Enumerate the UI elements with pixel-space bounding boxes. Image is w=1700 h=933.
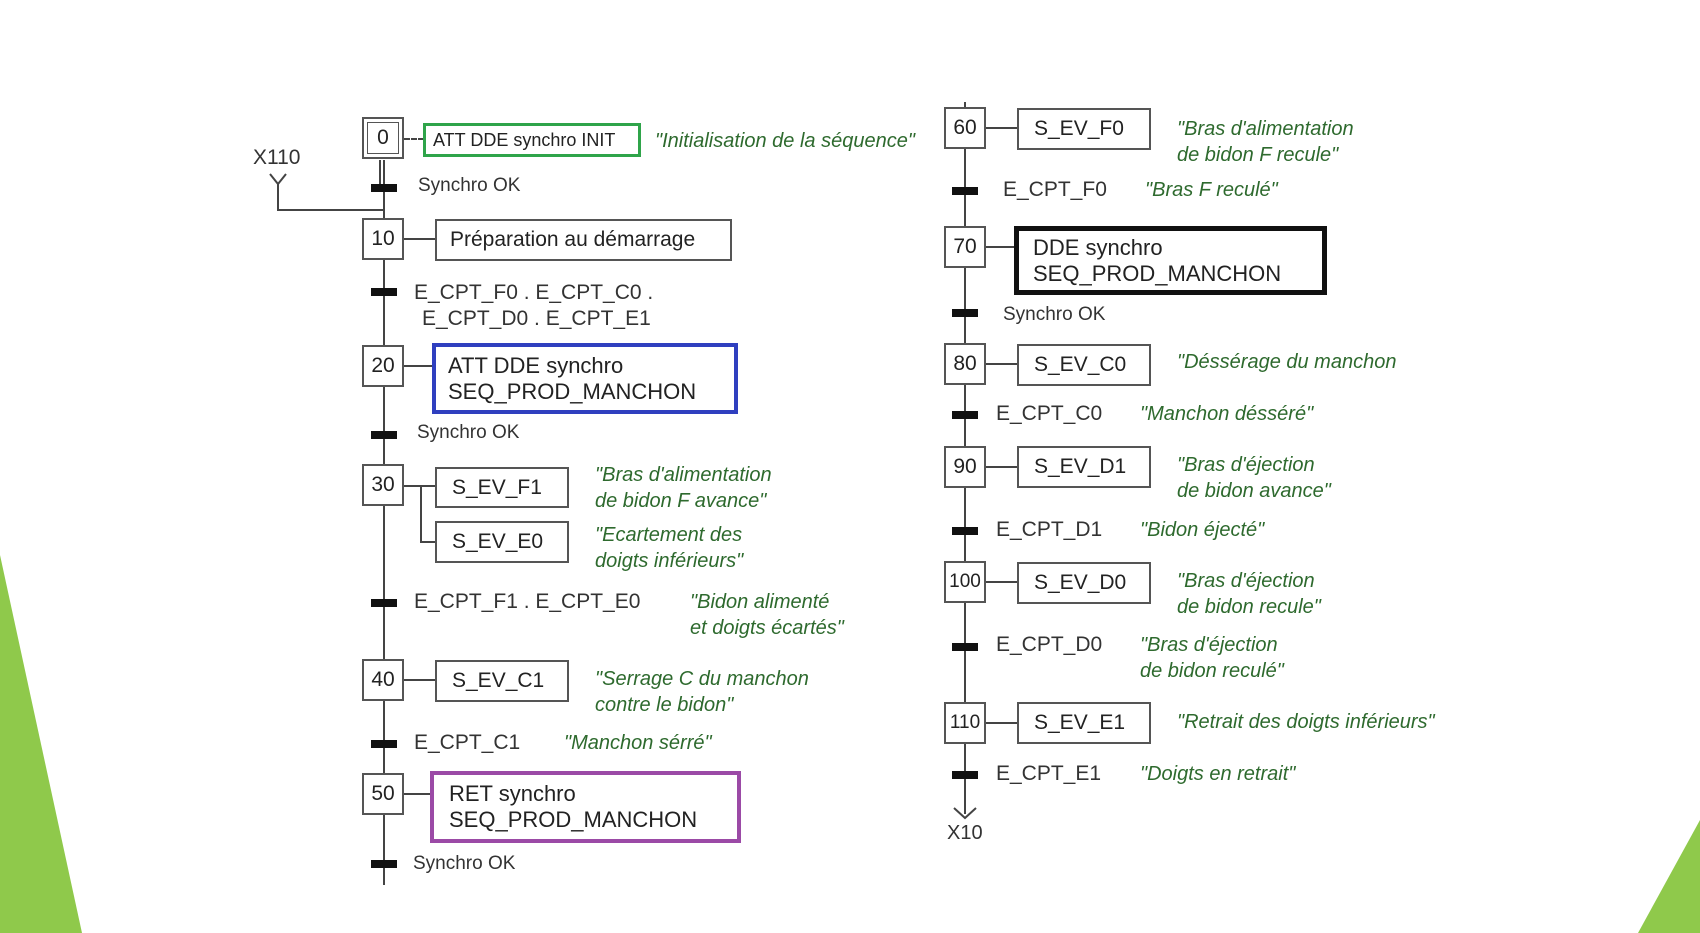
left-jump-label: X110: [253, 146, 301, 169]
transition-label: Synchro OK: [418, 175, 521, 196]
step-60: 60: [944, 107, 986, 149]
step-50: 50: [362, 773, 404, 815]
jump-out-arrow: [953, 807, 977, 820]
link-step100-action: [986, 581, 1018, 583]
action-dde-synchro-seq: DDE synchro SEQ_PROD_MANCHON: [1014, 226, 1327, 295]
transition-label: Synchro OK: [1003, 304, 1106, 325]
comment-step30b: "Ecartement des doigts inférieurs": [595, 524, 744, 572]
step-80: 80: [944, 343, 986, 385]
action-ret-synchro-seq: RET synchro SEQ_PROD_MANCHON: [430, 771, 741, 843]
comment-transition90: "Bidon éjecté": [1140, 519, 1265, 541]
action-s-ev-c0: S_EV_C0: [1017, 344, 1151, 386]
transition-bar: [371, 860, 397, 868]
step-30: 30: [362, 464, 404, 506]
comment-step0: "Initialisation de la séquence": [655, 130, 915, 152]
transition-label: Synchro OK: [413, 853, 516, 874]
action-att-dde-synchro-seq: ATT DDE synchro SEQ_PROD_MANCHON: [432, 343, 738, 414]
transition-condition: E_CPT_C1: [414, 731, 521, 754]
action-s-ev-f0: S_EV_F0: [1017, 108, 1151, 150]
link-step20-action: [404, 365, 434, 367]
left-initial-double-line: [379, 160, 381, 188]
comment-step90: "Bras d'éjection de bidon avance": [1177, 454, 1331, 502]
transition-bar: [371, 740, 397, 748]
right-jump-label: X10: [947, 822, 983, 844]
comment-step40: "Serrage C du manchon contre le bidon": [595, 668, 809, 716]
step-90: 90: [944, 446, 986, 488]
decor-triangle-left: [0, 555, 82, 933]
comment-step60: "Bras d'alimentation de bidon F recule": [1177, 118, 1354, 166]
transition-condition: E_CPT_F0 . E_CPT_C0 . E_CPT_D0 . E_CPT_E…: [414, 281, 654, 330]
link-step40-action: [404, 679, 436, 681]
decor-triangle-right: [1638, 820, 1700, 933]
action-s-ev-d0: S_EV_D0: [1017, 562, 1151, 604]
action-preparation: Préparation au démarrage: [435, 219, 732, 261]
transition-condition: E_CPT_F1 . E_CPT_E0: [414, 590, 641, 613]
transition-bar: [371, 288, 397, 296]
left-main-line: [383, 160, 385, 885]
transition-label: Synchro OK: [417, 422, 520, 443]
step-110: 110: [944, 702, 986, 744]
transition-bar: [952, 411, 978, 419]
transition-condition: E_CPT_C0: [996, 402, 1103, 425]
link-step80-action: [986, 363, 1018, 365]
comment-step80: "Déssérage du manchon: [1177, 351, 1397, 373]
comment-transition5: "Manchon sérré": [564, 732, 712, 754]
transition-condition: E_CPT_E1: [996, 762, 1102, 785]
step-40: 40: [362, 659, 404, 701]
comment-transition100: "Bras d'éjection de bidon reculé": [1140, 634, 1284, 682]
link-step60-action: [986, 127, 1018, 129]
comment-step110: "Retrait des doigts inférieurs": [1177, 711, 1435, 733]
transition-bar: [952, 771, 978, 779]
transition-bar: [952, 527, 978, 535]
transition-condition: E_CPT_D0: [996, 633, 1103, 656]
transition-bar: [952, 643, 978, 651]
action-s-ev-f1: S_EV_F1: [435, 467, 569, 508]
comment-transition110: "Doigts en retrait": [1140, 763, 1296, 785]
comment-step100: "Bras d'éjection de bidon recule": [1177, 570, 1321, 618]
link-step50-action: [404, 793, 432, 795]
transition-bar: [952, 187, 978, 195]
action-s-ev-e1: S_EV_E1: [1017, 702, 1151, 744]
link-step30-parallel: [420, 485, 422, 542]
transition-bar: [952, 309, 978, 317]
comment-transition4: "Bidon alimenté et doigts écartés": [690, 591, 844, 639]
step-0: 0: [362, 117, 404, 159]
link-step110-action: [986, 722, 1018, 724]
comment-step30a: "Bras d'alimentation de bidon F avance": [595, 464, 772, 512]
transition-bar: [371, 431, 397, 439]
link-step30-action-b: [420, 541, 436, 543]
comment-transition80: "Manchon désséré": [1140, 403, 1314, 425]
link-step10-action: [404, 238, 436, 240]
transition-bar: [371, 184, 397, 192]
link-step70-action: [986, 246, 1016, 248]
action-s-ev-c1: S_EV_C1: [435, 660, 569, 702]
step-20: 20: [362, 345, 404, 387]
action-att-dde-synchro-init: ATT DDE synchro INIT: [423, 123, 641, 157]
comment-transition60: "Bras F reculé": [1145, 179, 1278, 201]
action-s-ev-e0: S_EV_E0: [435, 521, 569, 563]
transition-condition: E_CPT_D1: [996, 518, 1103, 541]
step-100: 100: [944, 561, 986, 603]
step-70: 70: [944, 226, 986, 268]
link-step0-action: [404, 138, 424, 142]
action-s-ev-d1: S_EV_D1: [1017, 446, 1151, 488]
jump-in-arrow: [269, 173, 384, 211]
transition-bar: [371, 599, 397, 607]
link-step90-action: [986, 466, 1018, 468]
step-10: 10: [362, 218, 404, 260]
transition-condition: E_CPT_F0: [1003, 178, 1107, 201]
